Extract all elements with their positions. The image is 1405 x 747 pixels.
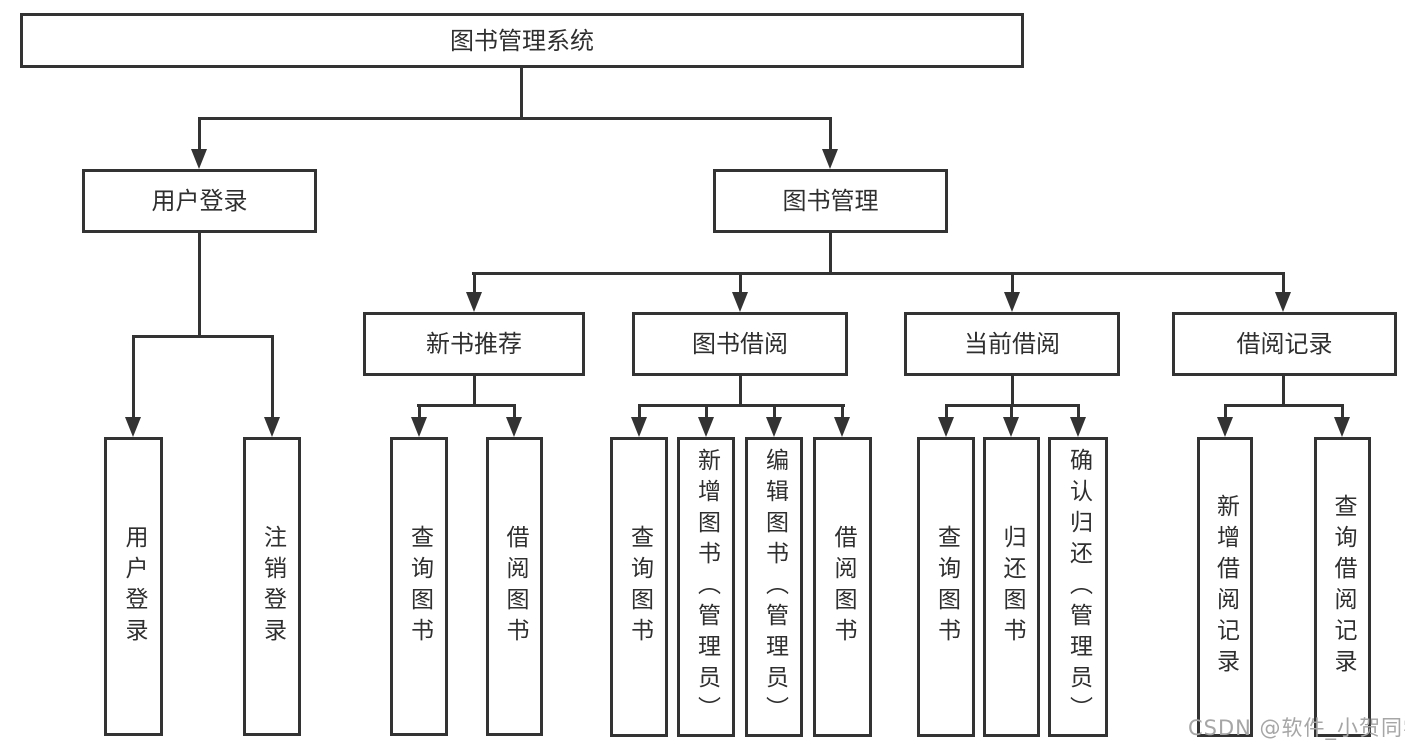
connector-new-book-stem xyxy=(473,376,476,407)
leaf-logout: 注销登录 xyxy=(243,437,301,736)
arrow-to-query-record-icon xyxy=(1334,417,1350,437)
node-book-borrowing: 图书借阅 xyxy=(632,312,848,376)
connector-current-borrowing-stem xyxy=(1011,376,1014,407)
connector-book-management-rail xyxy=(472,272,1285,275)
leaf-confirm-return-admin: 确认归还（管理员） xyxy=(1048,437,1108,737)
connector-to-edit-books xyxy=(773,404,776,421)
arrow-to-edit-books-icon xyxy=(766,417,782,437)
leaf-borrow-books-recommend: 借阅图书 xyxy=(486,437,543,736)
leaf-query-borrow-record: 查询借阅记录 xyxy=(1314,437,1371,737)
csdn-watermark: CSDN @软件_小贺同学 xyxy=(1188,716,1405,740)
node-library-management-system: 图书管理系统 xyxy=(20,13,1024,68)
connector-to-add-record xyxy=(1224,404,1227,421)
connector-to-new-book xyxy=(473,272,476,296)
arrow-to-leaf-logout-icon xyxy=(264,417,280,437)
connector-to-book-borrowing xyxy=(739,272,742,296)
connector-book-borrowing-rail xyxy=(638,404,845,407)
arrow-to-current-borrowing-icon xyxy=(1004,292,1020,312)
arrow-to-confirm-return-icon xyxy=(1070,417,1086,437)
arrow-to-return-books-icon xyxy=(1003,417,1019,437)
connector-borrowing-records-rail xyxy=(1224,404,1344,407)
node-borrowing-records: 借阅记录 xyxy=(1172,312,1397,376)
node-current-borrowing: 当前借阅 xyxy=(904,312,1120,376)
leaf-query-books-borrowing: 查询图书 xyxy=(610,437,668,737)
leaf-user-login: 用户登录 xyxy=(104,437,163,736)
node-new-book-recommend: 新书推荐 xyxy=(363,312,585,376)
connector-to-query-books-2 xyxy=(638,404,641,421)
connector-user-login-stem xyxy=(198,233,201,338)
arrow-to-query-books-1-icon xyxy=(411,417,427,437)
connector-book-management-stem xyxy=(829,233,832,275)
connector-to-borrow-books-2 xyxy=(841,404,844,421)
connector-root-stem xyxy=(520,68,523,120)
connector-to-query-record xyxy=(1341,404,1344,421)
node-book-management: 图书管理 xyxy=(713,169,948,233)
arrow-to-add-books-icon xyxy=(698,417,714,437)
connector-new-book-rail xyxy=(417,404,516,407)
leaf-query-books-current: 查询图书 xyxy=(917,437,975,737)
arrow-to-book-borrowing-icon xyxy=(732,292,748,312)
leaf-add-books-admin: 新增图书（管理员） xyxy=(677,437,735,737)
leaf-borrow-books-borrowing: 借阅图书 xyxy=(813,437,872,737)
connector-to-query-books-1 xyxy=(418,404,421,421)
leaf-return-books: 归还图书 xyxy=(983,437,1040,737)
arrow-to-user-login-icon xyxy=(191,149,207,169)
connector-to-leaf-user-login xyxy=(132,335,135,421)
leaf-edit-books-admin: 编辑图书（管理员） xyxy=(745,437,803,737)
connector-user-login-rail xyxy=(132,335,274,338)
connector-to-borrow-books-1 xyxy=(513,404,516,421)
arrow-to-query-books-3-icon xyxy=(938,417,954,437)
connector-root-rail xyxy=(198,117,832,120)
arrow-to-book-management-icon xyxy=(822,149,838,169)
leaf-query-books-recommend: 查询图书 xyxy=(390,437,448,736)
leaf-add-borrow-record: 新增借阅记录 xyxy=(1197,437,1253,737)
connector-to-add-books xyxy=(705,404,708,421)
connector-borrowing-records-stem xyxy=(1282,376,1285,407)
connector-to-query-books-3 xyxy=(945,404,948,421)
connector-to-return-books xyxy=(1010,404,1013,421)
connector-to-confirm-return xyxy=(1077,404,1080,421)
connector-to-leaf-logout xyxy=(271,335,274,421)
arrow-to-query-books-2-icon xyxy=(631,417,647,437)
arrow-to-new-book-icon xyxy=(466,292,482,312)
connector-to-user-login xyxy=(198,117,201,153)
connector-to-current-borrowing xyxy=(1011,272,1014,296)
connector-to-borrowing-records xyxy=(1282,272,1285,296)
arrow-to-borrowing-records-icon xyxy=(1275,292,1291,312)
arrow-to-borrow-books-2-icon xyxy=(834,417,850,437)
connector-to-book-management xyxy=(829,117,832,153)
node-user-login: 用户登录 xyxy=(82,169,317,233)
arrow-to-leaf-user-login-icon xyxy=(125,417,141,437)
arrow-to-borrow-books-1-icon xyxy=(506,417,522,437)
connector-book-borrowing-stem xyxy=(739,376,742,407)
arrow-to-add-record-icon xyxy=(1217,417,1233,437)
